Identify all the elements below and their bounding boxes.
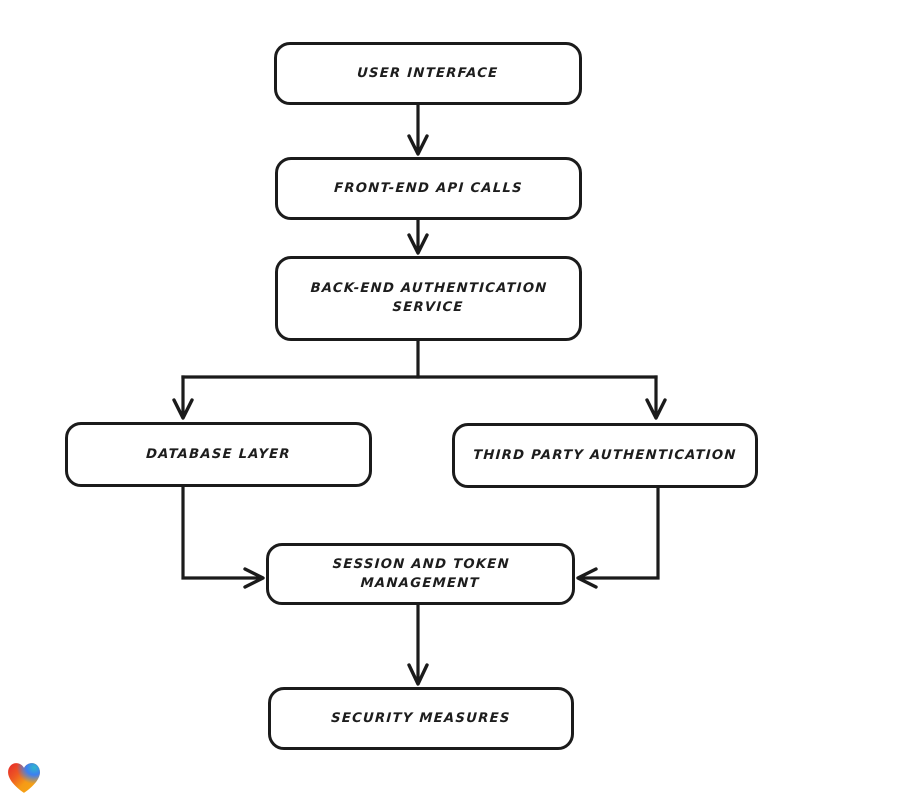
node-label: Back-End Authentication Service [310, 281, 548, 316]
edge-backend-split-bus [181, 339, 658, 379]
edge-database-to-session [181, 485, 265, 589]
node-session-and-token-management[interactable]: Session and Token Management [266, 543, 575, 605]
node-label: Security Measures [330, 710, 512, 726]
edge-session-to-security [407, 603, 429, 686]
node-front-end-api-calls[interactable]: Front-End API Calls [275, 157, 582, 220]
edge-backend-to-database [172, 375, 194, 420]
edge-thirdparty-to-session [576, 486, 660, 589]
node-back-end-authentication-service[interactable]: Back-End Authentication Service [275, 256, 582, 341]
node-label: Session and Token Management [331, 556, 511, 591]
node-label: User Interface [356, 65, 500, 81]
node-label: Third Party Authentication [472, 447, 738, 463]
heart-icon [8, 763, 40, 793]
node-label: Database Layer [145, 446, 292, 462]
node-label: Front-End API Calls [333, 180, 524, 196]
node-security-measures[interactable]: Security Measures [268, 687, 574, 750]
node-third-party-authentication[interactable]: Third Party Authentication [452, 423, 758, 488]
node-database-layer[interactable]: Database Layer [65, 422, 372, 487]
edge-backend-to-thirdparty [645, 375, 667, 420]
node-user-interface[interactable]: User Interface [274, 42, 582, 105]
edge-ui-to-frontend [407, 103, 429, 156]
edge-frontend-to-backend [407, 218, 429, 255]
